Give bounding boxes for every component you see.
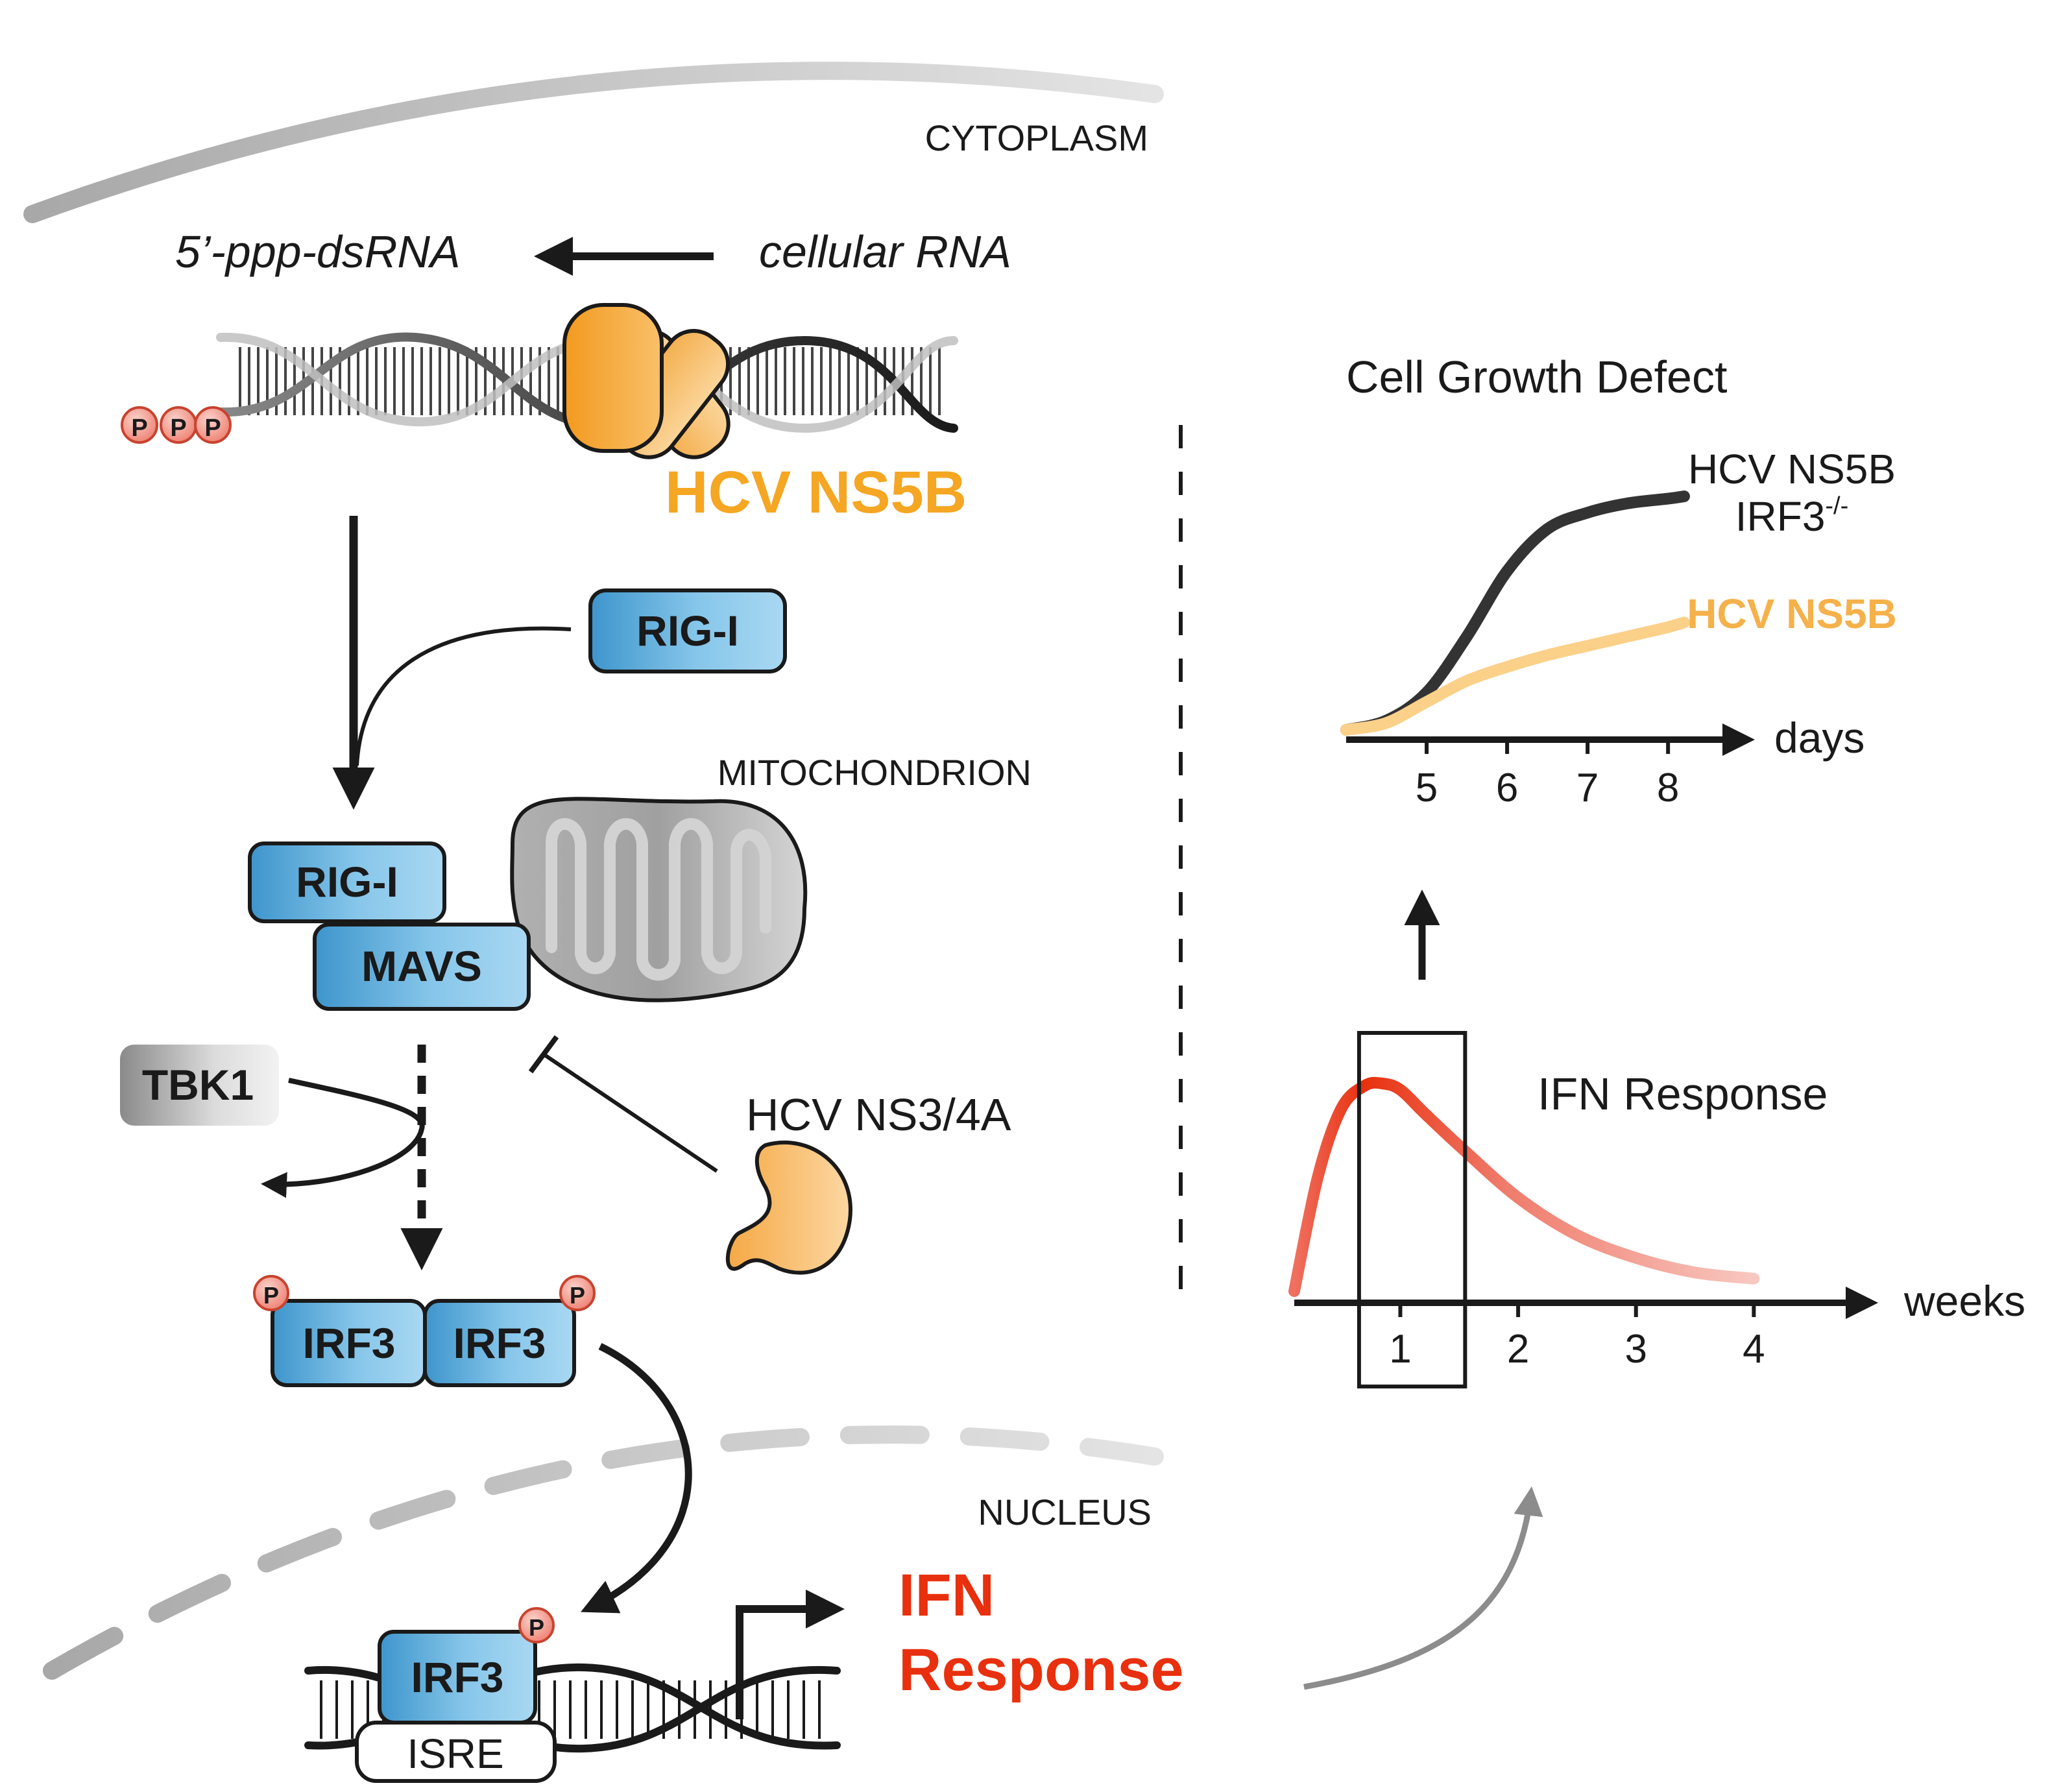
ifn-tick-label: 1: [1389, 1327, 1411, 1372]
ns3-4a-protease-shape: [725, 1140, 852, 1275]
ns3-4a-inhibition-line: [542, 1052, 718, 1173]
ns5b-label: HCV NS5B: [665, 459, 967, 526]
ns3-4a-inhibition-bar: [528, 1035, 559, 1074]
ifn-x-axis-label: weeks: [1903, 1277, 2025, 1325]
nucleus-label: NUCLEUS: [978, 1492, 1152, 1532]
svg-text:IRF3: IRF3: [411, 1653, 503, 1701]
svg-text:IRF3: IRF3: [453, 1319, 546, 1367]
tbk1-phosphorylation-arrow: [261, 1078, 425, 1198]
nuclear-translocation-arrow: [581, 1343, 692, 1614]
svg-text:IRF3: IRF3: [302, 1319, 395, 1367]
growth-tick-label: 6: [1496, 766, 1518, 810]
cellular-rna-label: cellular RNA: [759, 226, 1011, 277]
mitochondrion: [510, 797, 808, 1002]
growth-chart-title: Cell Growth Defect: [1346, 352, 1727, 402]
svg-text:TBK1: TBK1: [142, 1061, 254, 1109]
growth-series-line-0: [1340, 490, 1690, 736]
phosphate-marker: P: [518, 1607, 555, 1643]
svg-text:P: P: [570, 1282, 585, 1309]
ifn-tick-label: 4: [1743, 1327, 1765, 1372]
legend-irf3ko-superscript: -/-: [1825, 492, 1848, 520]
svg-text:P: P: [263, 1282, 279, 1309]
ifn-response-line1: IFN: [899, 1562, 995, 1629]
growth-tick-label: 5: [1416, 766, 1438, 810]
svg-text:P: P: [529, 1614, 544, 1641]
irf3-dimer: IRF3 IRF3 P P: [253, 1275, 596, 1387]
legend-ns5b-irf3ko-line2: IRF3-/-: [1735, 492, 1849, 540]
growth-tick-label: 8: [1657, 766, 1679, 810]
ifn-chart: IFN Response 1 2 3 4 weeks: [1288, 1031, 2025, 1388]
transcription-start-arrow: [736, 1590, 845, 1719]
phosphate-marker: P: [160, 406, 197, 444]
phosphate-marker: P: [559, 1275, 596, 1311]
ifn-tick-label: 2: [1507, 1327, 1529, 1372]
nucleus-membrane: [43, 1425, 1164, 1680]
phosphate-marker: P: [194, 406, 232, 444]
mavs-box: MAVS: [313, 923, 531, 1011]
ns3-4a-label: HCV NS3/4A: [746, 1089, 1011, 1140]
rig-i-bound-box: RIG-I: [248, 842, 446, 923]
svg-text:RIG-I: RIG-I: [296, 858, 398, 906]
cytoplasm-membrane: [23, 62, 1164, 223]
mitochondrion-label: MITOCHONDRION: [718, 752, 1032, 793]
legend-ns5b-irf3ko-line1: HCV NS5B: [1688, 446, 1896, 492]
ifn-response-line2: Response: [899, 1637, 1184, 1703]
triphosphate-group: P P P: [121, 406, 232, 444]
rig-i-recruitment-line: [355, 626, 572, 766]
cytoplasm-label: CYTOPLASM: [925, 117, 1148, 158]
growth-series-line-1: [1340, 616, 1690, 736]
ifn-tick-label: 3: [1624, 1327, 1647, 1372]
irf3-monomer-left: IRF3: [271, 1299, 427, 1387]
svg-text:P: P: [204, 415, 221, 442]
irf3-monomer-right: IRF3: [423, 1299, 576, 1387]
svg-text:P: P: [131, 415, 147, 442]
svg-text:P: P: [170, 415, 186, 442]
svg-text:ISRE: ISRE: [407, 1730, 503, 1777]
ifn-chart-title: IFN Response: [1538, 1069, 1828, 1119]
rig-i-free-box: RIG-I: [588, 588, 787, 673]
dsrna-label: 5’-ppp-dsRNA: [175, 226, 461, 277]
phosphate-marker: P: [121, 406, 158, 444]
highlight-window-box: [1357, 1031, 1467, 1388]
link-to-ifn-chart-arrow: [1303, 1486, 1543, 1690]
ifn-series-line-0: [1288, 1076, 1760, 1297]
svg-text:RIG-I: RIG-I: [636, 607, 739, 655]
irf3-bound-box: IRF3: [378, 1630, 537, 1725]
svg-text:MAVS: MAVS: [361, 942, 482, 990]
growth-tick-label: 7: [1576, 766, 1599, 810]
phosphate-marker: P: [253, 1275, 289, 1311]
tbk1-box: TBK1: [120, 1045, 279, 1126]
growth-x-axis-label: days: [1774, 714, 1865, 762]
legend-ns5b: HCV NS5B: [1687, 590, 1897, 637]
ns5b-polymerase-shape: [562, 303, 730, 459]
growth-chart: Cell Growth Defect 5 6 7 8 days HCV NS5B IR…: [1340, 352, 1897, 810]
isre-box: ISRE: [355, 1721, 557, 1783]
